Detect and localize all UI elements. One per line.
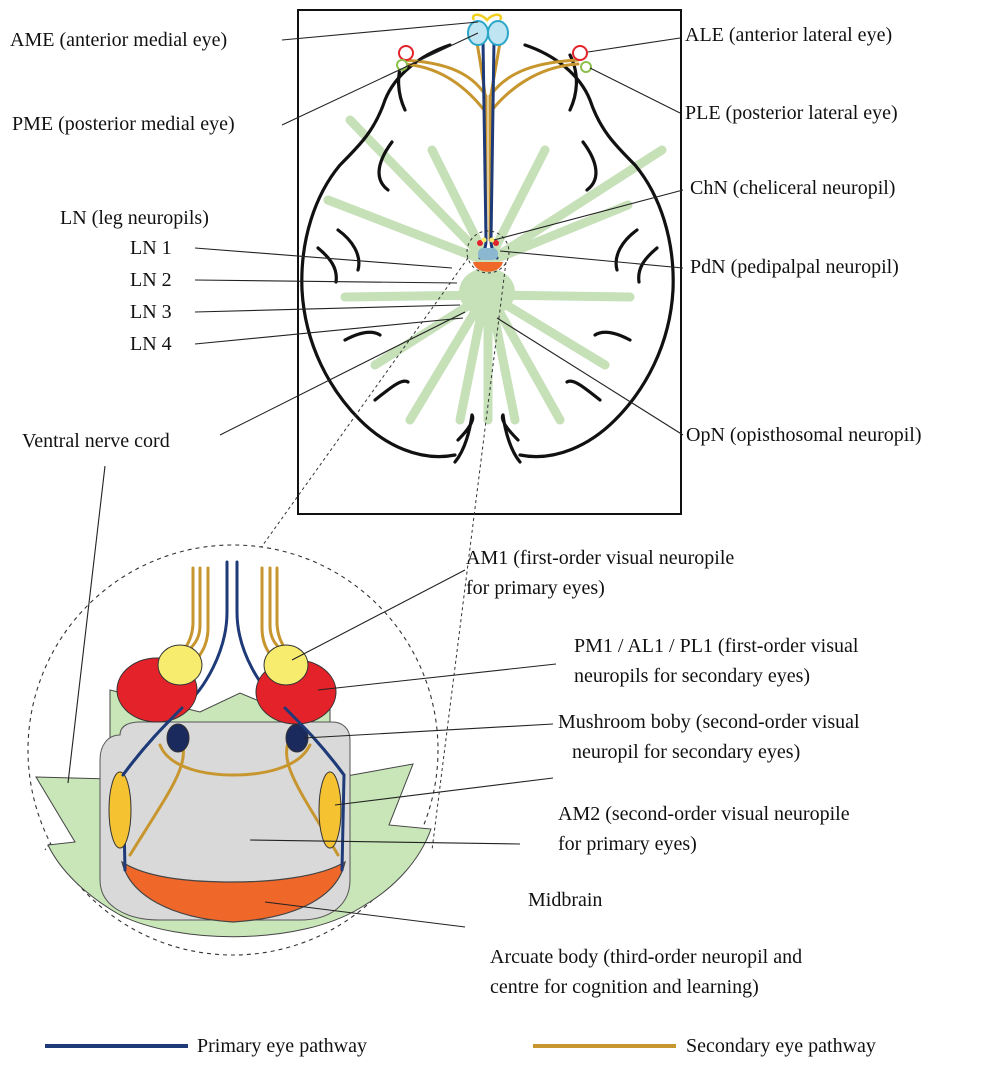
label-opn: OpN (opisthosomal neuropil): [686, 424, 922, 446]
label-ln4: LN 4: [130, 333, 172, 355]
label-am1-line1: AM1 (first-order visual neuropile: [466, 547, 734, 569]
am1-left: [158, 645, 202, 685]
label-ple: PLE (posterior lateral eye): [685, 102, 898, 124]
label-am2-line1: AM2 (second-order visual neuropile: [558, 803, 850, 825]
label-chn: ChN (cheliceral neuropil): [690, 177, 895, 199]
label-am2-line2: for primary eyes): [558, 833, 697, 855]
am1-right: [264, 645, 308, 685]
label-ln2: LN 2: [130, 269, 172, 291]
mushroom-body-left: [167, 724, 189, 752]
legend: Primary eye pathway Secondary eye pathwa…: [45, 1035, 876, 1057]
am2-left: [109, 772, 131, 848]
label-ln3: LN 3: [130, 301, 172, 323]
label-mushroom-line2: neuropil for secondary eyes): [572, 741, 800, 763]
ple-right-eye: [581, 62, 591, 72]
label-ame: AME (anterior medial eye): [10, 29, 227, 51]
label-midbrain: Midbrain: [528, 889, 602, 911]
label-am1-line2: for primary eyes): [466, 577, 605, 599]
label-ln1: LN 1: [130, 237, 172, 259]
ale-left-eye: [399, 46, 413, 60]
label-pdn: PdN (pedipalpal neuropil): [690, 256, 899, 278]
label-arcuate-line1: Arcuate body (third-order neuropil and: [490, 946, 802, 968]
ale-right-eye: [573, 46, 587, 60]
central-ganglion: [459, 268, 515, 316]
am2-right: [319, 772, 341, 848]
label-pme: PME (posterior medial eye): [12, 113, 235, 135]
label-mushroom-line1: Mushroom boby (second-order visual: [558, 711, 860, 733]
label-ventral-nerve-cord: Ventral nerve cord: [22, 430, 170, 452]
label-pm1-line2: neuropils for secondary eyes): [574, 665, 810, 687]
label-ln-title: LN (leg neuropils): [60, 207, 209, 229]
label-pm1-line1: PM1 / AL1 / PL1 (first-order visual: [574, 635, 859, 657]
legend-primary-label: Primary eye pathway: [197, 1035, 367, 1057]
label-arcuate-line2: centre for cognition and learning): [490, 976, 759, 998]
legend-secondary-label: Secondary eye pathway: [686, 1035, 876, 1057]
label-ale: ALE (anterior lateral eye): [685, 24, 892, 46]
